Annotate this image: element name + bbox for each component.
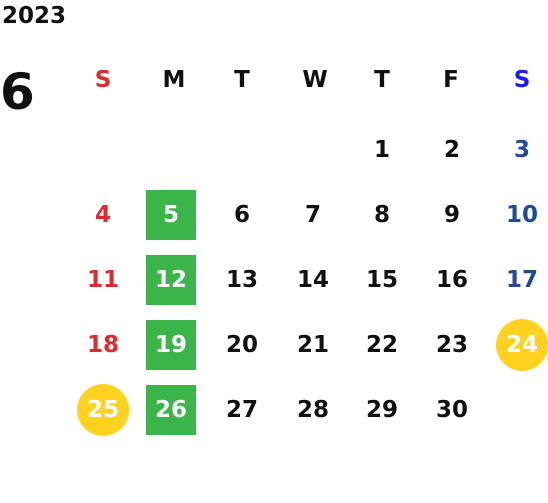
weekday-header-fri: F xyxy=(443,67,459,93)
calendar-day-sat[interactable]: 17 xyxy=(494,255,548,305)
calendar-day-number: 11 xyxy=(86,267,119,293)
calendar-day-wed[interactable]: 21 xyxy=(285,320,341,370)
calendar-day-number: 5 xyxy=(162,202,179,228)
calendar-week-row: 4 5 6 7 8 9 10 xyxy=(68,190,548,240)
calendar-day-special[interactable]: 24 xyxy=(494,319,548,371)
calendar-day-closed[interactable]: 12 xyxy=(143,255,199,305)
weekday-header-thu: T xyxy=(374,67,390,93)
calendar-day-closed[interactable]: 19 xyxy=(143,320,199,370)
calendar-day-fri[interactable]: 9 xyxy=(424,190,480,240)
calendar-day-number: 10 xyxy=(505,202,538,228)
calendar-day-sun[interactable]: 11 xyxy=(75,255,131,305)
calendar-day-wed[interactable]: 14 xyxy=(285,255,341,305)
calendar-day-number: 14 xyxy=(296,267,329,293)
calendar-day-wed[interactable]: 28 xyxy=(285,385,341,435)
weekday-header-row: S M T W T F S xyxy=(68,55,548,105)
calendar-day-sun[interactable]: 18 xyxy=(75,320,131,370)
calendar-day-tue[interactable]: 20 xyxy=(214,320,270,370)
month-label: 6 xyxy=(0,63,35,121)
calendar-day-number: 24 xyxy=(505,332,538,358)
calendar-week-row: 25 26 27 28 29 30 xyxy=(68,384,548,436)
calendar-day-number: 28 xyxy=(296,397,329,423)
calendar-day-thu[interactable]: 22 xyxy=(354,320,410,370)
calendar-day-fri[interactable]: 23 xyxy=(424,320,480,370)
calendar-day-tue[interactable]: 13 xyxy=(214,255,270,305)
calendar-day-thu[interactable]: 8 xyxy=(354,190,410,240)
calendar-day-number: 15 xyxy=(365,267,398,293)
weekday-header-sun: S xyxy=(94,67,112,93)
calendar-day-number: 27 xyxy=(225,397,258,423)
calendar-week-row: 18 19 20 21 22 23 24 xyxy=(68,319,548,371)
calendar-day-number: 7 xyxy=(304,202,321,228)
calendar-day-number: 12 xyxy=(154,267,187,293)
weekday-header-mon: M xyxy=(162,67,186,93)
calendar-day-number: 8 xyxy=(373,202,390,228)
calendar-day-thu[interactable]: 1 xyxy=(354,125,410,175)
calendar-day-number: 19 xyxy=(154,332,187,358)
calendar-day-number: 25 xyxy=(86,397,119,423)
calendar-day-number: 21 xyxy=(296,332,329,358)
calendar-day-closed[interactable]: 26 xyxy=(143,385,199,435)
weekday-header-sat: S xyxy=(513,67,531,93)
calendar-day-number: 22 xyxy=(365,332,398,358)
calendar-day-number: 9 xyxy=(443,202,460,228)
calendar-day-sat[interactable]: 3 xyxy=(494,125,548,175)
calendar-day-wed[interactable]: 7 xyxy=(285,190,341,240)
calendar-day-tue[interactable]: 27 xyxy=(214,385,270,435)
calendar-day-number: 17 xyxy=(505,267,538,293)
calendar-day-number: 16 xyxy=(435,267,468,293)
calendar-day-closed[interactable]: 5 xyxy=(143,190,199,240)
calendar-day-number: 18 xyxy=(86,332,119,358)
calendar-day-fri[interactable]: 30 xyxy=(424,385,480,435)
calendar-day-special[interactable]: 25 xyxy=(75,384,131,436)
calendar-day-number: 20 xyxy=(225,332,258,358)
calendar-day-number: 2 xyxy=(443,137,460,163)
calendar-day-tue[interactable]: 6 xyxy=(214,190,270,240)
calendar-day-number: 6 xyxy=(233,202,250,228)
calendar-day-sat[interactable]: 10 xyxy=(494,190,548,240)
calendar-week-row: 11 12 13 14 15 16 17 xyxy=(68,255,548,305)
calendar-day-fri[interactable]: 16 xyxy=(424,255,480,305)
calendar-week-row: 1 2 3 xyxy=(68,125,548,175)
calendar-day-thu[interactable]: 15 xyxy=(354,255,410,305)
calendar-day-thu[interactable]: 29 xyxy=(354,385,410,435)
calendar-day-number: 29 xyxy=(365,397,398,423)
year-label: 2023 xyxy=(2,3,67,29)
calendar-day-number: 13 xyxy=(225,267,258,293)
weekday-header-wed: W xyxy=(302,67,328,93)
calendar-day-sun[interactable]: 4 xyxy=(75,190,131,240)
weekday-header-tue: T xyxy=(234,67,250,93)
calendar-day-number: 1 xyxy=(373,137,390,163)
calendar-day-number: 30 xyxy=(435,397,468,423)
calendar-day-number: 4 xyxy=(94,202,111,228)
calendar-day-fri[interactable]: 2 xyxy=(424,125,480,175)
calendar-day-number: 3 xyxy=(513,137,530,163)
calendar-day-number: 26 xyxy=(154,397,187,423)
calendar-day-number: 23 xyxy=(435,332,468,358)
